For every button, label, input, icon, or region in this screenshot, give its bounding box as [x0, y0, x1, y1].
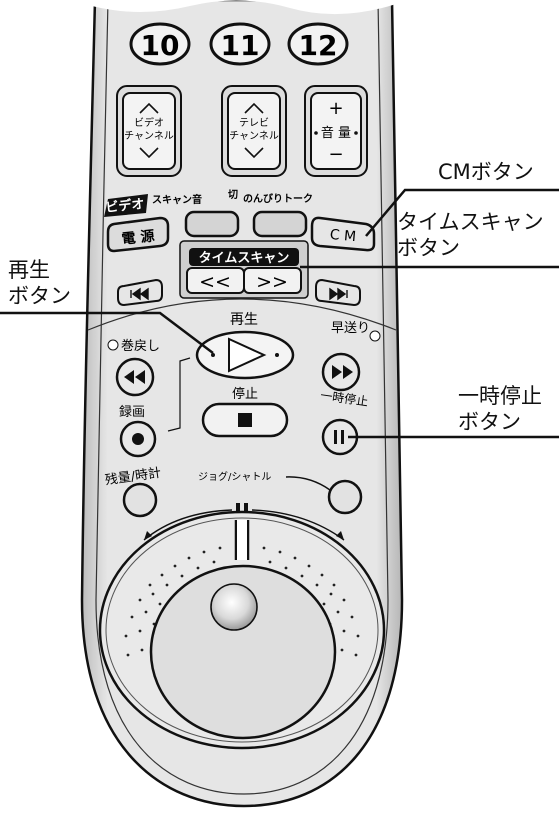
tv-channel-rocker[interactable]: テレビ チャンネル [221, 85, 287, 177]
up-chevron-icon [139, 102, 159, 114]
svg-text:チャンネル: チャンネル [229, 130, 279, 142]
rewind-icon [124, 370, 145, 384]
jog-knob [210, 583, 258, 631]
video-channel-rocker[interactable]: ビデオ チャンネル [116, 85, 182, 177]
stop-icon [238, 413, 252, 427]
torn-top-edge [92, 0, 396, 15]
svg-text:ビデオ: ビデオ [134, 116, 164, 129]
record-label: 録画 [119, 405, 145, 420]
pause-icon [334, 430, 344, 444]
svg-text:チャンネル: チャンネル [124, 130, 174, 142]
skip-forward-button[interactable] [315, 278, 361, 307]
leisurely-talk-button[interactable] [252, 210, 308, 238]
remaining-label: 残量/時計 [104, 465, 162, 489]
up-chevron-icon [244, 102, 264, 114]
leader-play [0, 311, 214, 354]
down-chevron-icon [139, 147, 159, 159]
jog-shuttle-label: ジョグ/シャトル [198, 470, 271, 483]
remote-inner-edge [95, 0, 389, 795]
play-button[interactable] [195, 330, 295, 380]
power-button[interactable]: 電 源 [106, 216, 170, 253]
number-10-text: 10 [141, 29, 180, 62]
callout-pause-line2: ボタン [458, 410, 521, 434]
fastforward-label-group: 早送り [331, 321, 381, 342]
svg-text:>>: >> [256, 271, 288, 293]
shuttle-arc-left [143, 509, 233, 541]
number-12-text: 12 [299, 29, 338, 62]
svg-text:電 源: 電 源 [121, 227, 155, 247]
leader-cm [365, 188, 559, 237]
skip-back-button[interactable] [117, 278, 163, 307]
time-scan-tab-label: タイムスキャン [199, 251, 290, 266]
jog-shuttle-button[interactable] [327, 479, 363, 515]
record-button[interactable] [119, 420, 157, 458]
scan-sound-label: スキャン音 [152, 193, 202, 206]
callout-play-line1: 再生 [8, 258, 50, 282]
svg-text:+: + [328, 98, 343, 119]
callout-time-scan-line1: タイムスキャン [397, 210, 544, 234]
svg-text:−: − [328, 144, 343, 165]
rewind-label-group: 巻戻し [107, 339, 160, 354]
number-button-12[interactable]: 12 [287, 22, 349, 66]
volume-rocker[interactable]: + 音 量 − [304, 85, 368, 177]
fastforward-button[interactable] [321, 352, 361, 392]
svg-text:音 量: 音 量 [321, 125, 351, 141]
off-label: 切 [228, 189, 238, 201]
svg-text:早送り: 早送り [331, 321, 370, 336]
callout-time-scan-line2: ボタン [397, 236, 460, 260]
number-button-10[interactable]: 10 [129, 22, 191, 66]
number-button-11[interactable]: 11 [209, 22, 271, 66]
record-icon [132, 433, 144, 445]
shuttle-arc-right [251, 509, 345, 541]
skip-back-icon [130, 287, 149, 301]
jog-dial[interactable] [98, 510, 386, 750]
number-11-text: 11 [221, 29, 260, 62]
fastforward-icon [332, 365, 353, 379]
time-scan-back-button[interactable]: << [186, 267, 245, 294]
callout-pause-line1: 一時停止 [458, 384, 542, 408]
video-badge: ビデオ [104, 194, 148, 217]
scan-sound-off-button[interactable] [184, 210, 240, 238]
record-play-bracket [167, 357, 191, 432]
time-scan-forward-button[interactable]: >> [243, 267, 302, 294]
svg-text:テレビ: テレビ [239, 117, 269, 129]
panel-divider [87, 298, 397, 331]
rewind-small-icon [107, 339, 119, 351]
cm-button[interactable]: C M [310, 216, 376, 252]
fastforward-small-icon [369, 330, 381, 342]
leisurely-talk-label: のんびりトーク [243, 192, 313, 205]
remaining-clock-button[interactable] [122, 482, 158, 518]
jog-shuttle-line [285, 476, 331, 491]
svg-text:ビデオ: ビデオ [105, 196, 145, 216]
play-icon [228, 337, 267, 373]
svg-text:C M: C M [329, 227, 357, 245]
svg-text:巻戻し: 巻戻し [121, 339, 160, 354]
jog-inner-wheel [149, 564, 337, 740]
rewind-button[interactable] [115, 357, 155, 397]
time-scan-group: タイムスキャン << >> [179, 240, 309, 299]
callout-play-line2: ボタン [8, 284, 71, 308]
play-label: 再生 [230, 312, 258, 328]
stop-label: 停止 [232, 386, 258, 402]
pause-label: 一時停止 [319, 387, 369, 409]
stop-button[interactable] [201, 402, 289, 438]
skip-forward-icon [329, 287, 348, 301]
svg-text:<<: << [199, 271, 231, 293]
callout-cm-button: CMボタン [438, 160, 534, 184]
down-chevron-icon [244, 147, 264, 159]
